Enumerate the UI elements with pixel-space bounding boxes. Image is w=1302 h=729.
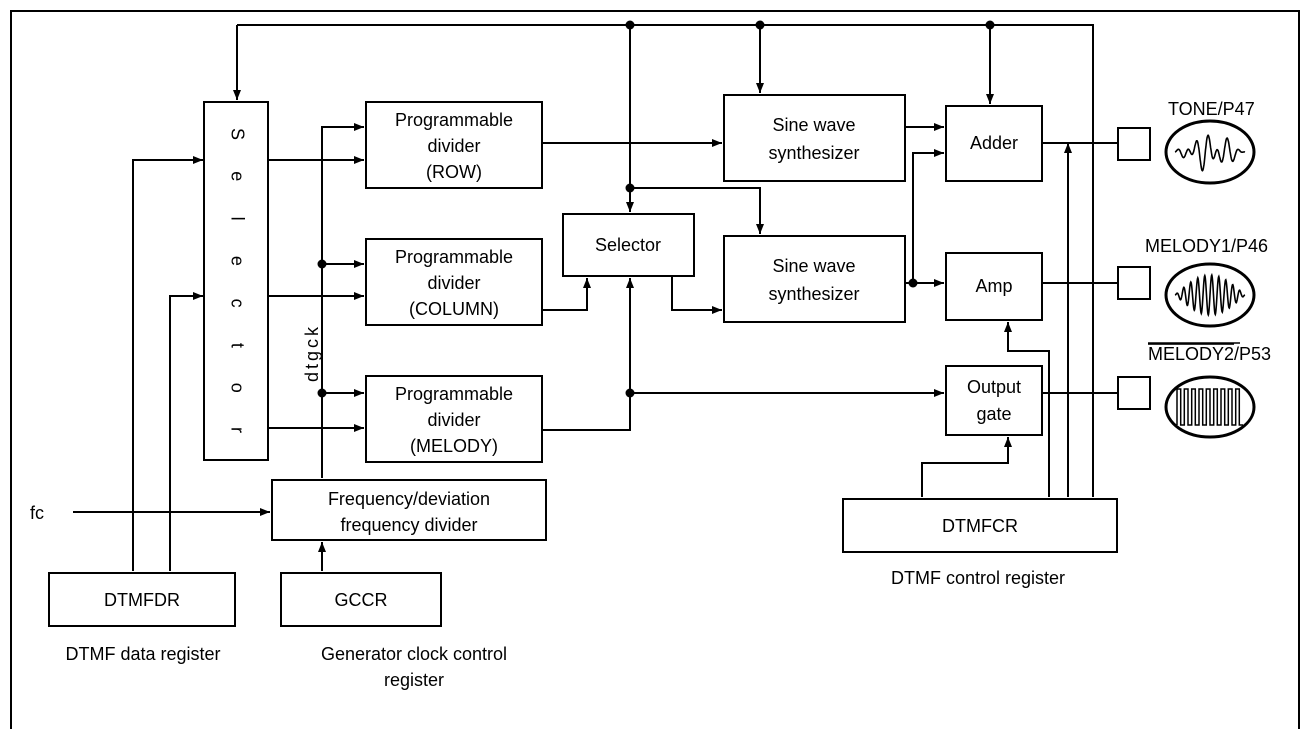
junction-dots	[317, 20, 995, 398]
sine-synth-1-block: Sine wave synthesizer	[723, 94, 906, 182]
selector-main-letter: r	[227, 427, 247, 433]
tone-pin	[1117, 127, 1151, 161]
bus-to-sine2-wire	[630, 187, 764, 234]
dtmfdr-wire-2	[169, 292, 203, 571]
output-pins	[1117, 127, 1151, 410]
selector-main-block: Se l e c t o r	[203, 101, 269, 461]
gccr-caption-line2: register	[384, 670, 444, 690]
melody1-waveform-icon	[1164, 262, 1256, 328]
col-divider-line2: divider	[427, 273, 480, 293]
adder-block: Adder	[945, 105, 1043, 182]
outgate-line1: Output	[967, 377, 1021, 397]
top-bus-wire	[237, 24, 1094, 497]
row-divider-block: Programmable divider (ROW)	[365, 101, 543, 189]
dtmfdr-block: DTMFDR	[48, 572, 236, 627]
freqdiv-line1: Frequency/deviation	[328, 489, 490, 509]
dtmfcr-to-outgate-wire	[921, 437, 1012, 497]
sine2-line2: synthesizer	[768, 284, 859, 304]
col-divider-line1: Programmable	[395, 247, 513, 267]
melody2-output-label: MELODY2/P53	[1148, 344, 1271, 364]
selector-main-letter: t	[227, 343, 247, 348]
freqdiv-line2: frequency divider	[340, 515, 477, 535]
selector-main-letter: e	[227, 256, 247, 266]
melody1-pin	[1117, 266, 1151, 300]
dtmfcr-caption: DTMF control register	[891, 568, 1065, 588]
sine2-to-adder-wire	[912, 149, 944, 283]
selector-main-letter: e	[227, 171, 247, 181]
gccr-label: GCCR	[335, 590, 388, 610]
column-divider-block: Programmable divider (COLUMN)	[365, 238, 543, 326]
dtmfdr-caption: DTMF data register	[65, 644, 220, 664]
output-gate-block: Output gate	[945, 365, 1043, 436]
fc-label: fc	[30, 503, 44, 523]
row-divider-line3: (ROW)	[426, 162, 482, 182]
row-divider-line1: Programmable	[395, 110, 513, 130]
gccr-caption-line1: Generator clock control	[321, 644, 507, 664]
dtgck-label: dtgck	[302, 324, 322, 382]
sine1-line2: synthesizer	[768, 143, 859, 163]
row-divider-line2: divider	[427, 136, 480, 156]
melody2-pin	[1117, 376, 1151, 410]
dtgck-to-row-wire	[321, 123, 364, 478]
sine1-line1: Sine wave	[772, 115, 855, 135]
wires	[73, 24, 1118, 571]
selector-main-letter: l	[227, 217, 247, 221]
selector-main-letter: S	[227, 128, 247, 140]
mel-divider-line3: (MELODY)	[410, 436, 498, 456]
melody-divider-block: Programmable divider (MELODY)	[365, 375, 543, 463]
tone-waveform-icon	[1164, 119, 1256, 185]
freq-divider-block: Frequency/deviation frequency divider	[271, 479, 547, 541]
selector-main-letter: o	[227, 383, 247, 393]
melody2-waveform-icon	[1164, 375, 1256, 439]
mel-divider-line2: divider	[427, 410, 480, 430]
dtmfcr-block: DTMFCR	[842, 498, 1118, 553]
col-divider-line3: (COLUMN)	[409, 299, 499, 319]
sine2-line1: Sine wave	[772, 256, 855, 276]
diagram-frame	[10, 10, 1300, 729]
adder-label: Adder	[970, 133, 1018, 153]
sine-synth-2-block: Sine wave synthesizer	[723, 235, 906, 323]
amp-label: Amp	[975, 276, 1012, 296]
col-to-selector-wire	[542, 278, 591, 311]
tone-output-label: TONE/P47	[1168, 99, 1255, 119]
selector-main-letter: c	[227, 299, 247, 308]
dtmfdr-wire-1	[132, 156, 203, 571]
mel-divider-line1: Programmable	[395, 384, 513, 404]
mel-to-selector-wire	[542, 278, 634, 431]
dtmfdr-label: DTMFDR	[104, 590, 180, 610]
selector-main-label: Se l e c t o r	[227, 128, 247, 433]
outgate-line2: gate	[976, 404, 1011, 424]
selector-small-label: Selector	[595, 235, 661, 255]
amp-block: Amp	[945, 252, 1043, 321]
gccr-block: GCCR	[280, 572, 442, 627]
dtmfcr-label: DTMFCR	[942, 516, 1018, 536]
selector-to-sine2-wire	[671, 276, 722, 314]
melody1-output-label: MELODY1/P46	[1145, 236, 1268, 256]
dtmfcr-to-amp-wire	[1004, 322, 1050, 497]
selector-small-block: Selector	[562, 213, 695, 277]
